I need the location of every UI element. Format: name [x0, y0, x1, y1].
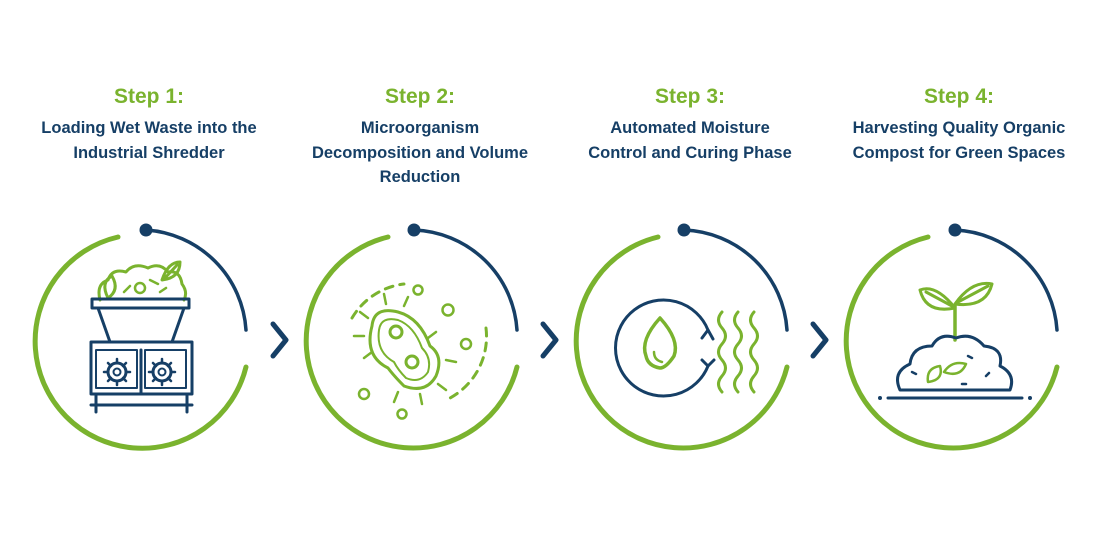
step-4-description: Harvesting Quality Organic Compost for G… — [852, 119, 1066, 162]
chevron-right-icon — [540, 321, 559, 359]
step-4-marker-dot — [948, 223, 962, 237]
chevron-right-icon — [270, 321, 289, 359]
step-2-label: Step 2: — [384, 85, 455, 108]
shredder-icon — [89, 260, 194, 414]
step-3-description: Automated Moisture Control and Curing Ph… — [588, 119, 792, 162]
sprout-compost-icon — [878, 281, 1032, 400]
step-1-ring — [32, 223, 249, 451]
step-1-description: Loading Wet Waste into the Industrial Sh… — [41, 119, 257, 162]
step-2-marker-dot — [407, 223, 421, 237]
step-3-label: Step 3: — [654, 85, 725, 108]
step-2: Step 2: Microorganism Decomposition and … — [300, 84, 540, 190]
step-1: Step 1: Loading Wet Waste into the Indus… — [29, 84, 269, 165]
step-3-ring — [573, 223, 790, 451]
step-2-ring — [303, 223, 520, 451]
step-4-ring — [843, 223, 1060, 451]
chevron-right-icon — [810, 321, 829, 359]
step-1-label: Step 1: — [113, 85, 184, 108]
microorganism-icon — [350, 282, 489, 420]
step-2-description: Microorganism Decomposition and Volume R… — [311, 119, 529, 186]
step-4: Step 4: Harvesting Quality Organic Compo… — [839, 84, 1079, 165]
moisture-droplet-icon — [614, 298, 759, 398]
step-3: Step 3: Automated Moisture Control and C… — [570, 84, 810, 165]
step-3-marker-dot — [677, 223, 691, 237]
step-4-label: Step 4: — [923, 85, 994, 108]
step-1-marker-dot — [139, 223, 153, 237]
